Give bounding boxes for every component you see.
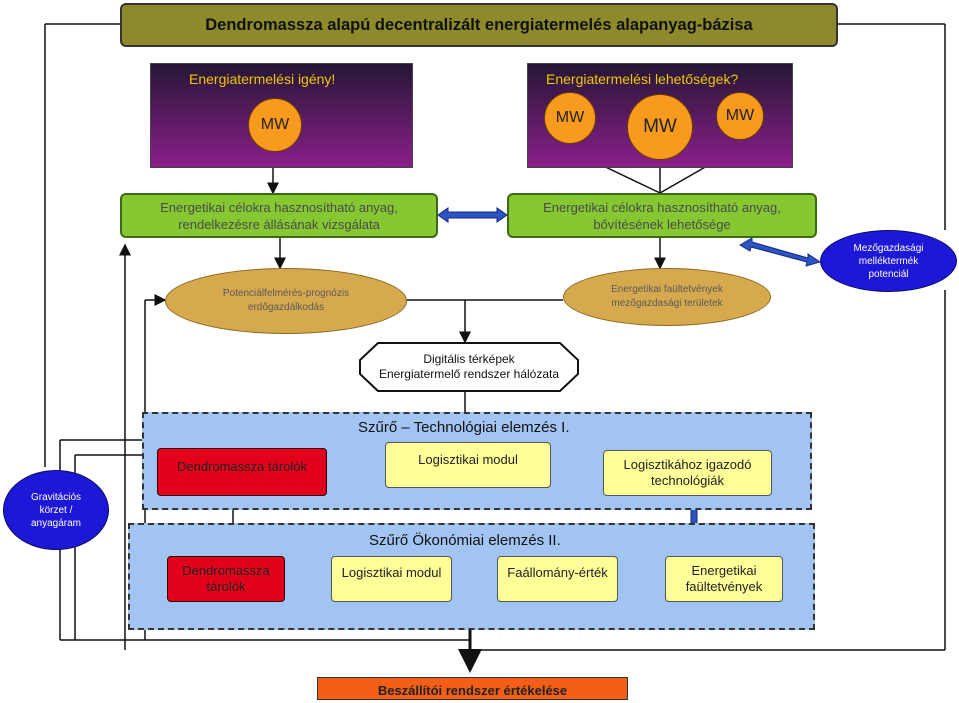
demand-mw-circle: MW <box>248 98 302 152</box>
demand-panel: Energiatermelési igény! MW <box>150 63 413 168</box>
digital-line2: Energiatermelő rendszer hálózata <box>378 367 560 381</box>
availability-box: Energetikai célokra hasznosítható anyag,… <box>120 193 438 238</box>
storage2-line1: Dendromassza <box>182 563 270 578</box>
expansion-line2: bővítésének lehetősége <box>593 216 731 232</box>
plant-line1: Energetikai <box>691 563 757 578</box>
stock-value-box: Faállomány-érték <box>497 556 618 602</box>
availability-line2: rendelkezésre állásának vizsgálata <box>178 216 380 232</box>
digital-maps-box: Digitális térképek Energiatermelő rendsz… <box>360 343 578 391</box>
supply-mw-circle-2: MW <box>627 94 693 160</box>
agri-byproduct-ellipse: Mezőgazdasági melléktermék potenciál <box>820 230 957 292</box>
storage2-line2: tárolók <box>206 579 246 594</box>
agri-line3: potenciál <box>868 268 909 280</box>
expansion-box: Energetikai célokra hasznosítható anyag,… <box>507 193 817 238</box>
gravity-line1: Gravitációs <box>30 491 81 503</box>
supply-mw-circle-3: MW <box>716 92 764 140</box>
forestry-ellipse: Potenciálfelmérés-prognózis erdőgazdálko… <box>165 268 407 334</box>
supplier-evaluation-box: Beszállítói rendszer értékelése <box>317 677 628 700</box>
expansion-line1: Energetikai célokra hasznosítható anyag, <box>543 199 781 215</box>
supply-panel: Energiatermelési lehetőségek? MW MW MW <box>527 63 793 168</box>
plantation-line2: mezőgazdasági területek <box>611 298 723 309</box>
plantation-line1: Energetikai faültetvények <box>611 284 723 295</box>
logistics-module-box-2: Logisztikai modul <box>331 556 452 602</box>
forestry-line2: erdőgazdálkodás <box>247 302 325 313</box>
supply-mw-circle-1: MW <box>544 92 596 144</box>
gravity-zone-ellipse: Gravitációs körzet / anyagáram <box>3 470 109 550</box>
forestry-line1: Potenciálfelmérés-prognózis <box>222 288 350 299</box>
storage-box-1: Dendromassza tárolók <box>157 448 327 496</box>
gravity-line2: körzet / <box>39 504 73 516</box>
plant-line2: faültetvények <box>685 579 763 594</box>
logistics-module-box-1: Logisztikai modul <box>385 442 551 488</box>
filter2-title: Szűrő Ökonómiai elemzés II. <box>369 532 561 549</box>
logistics-technologies-box: Logisztikához igazodó technológiák <box>603 450 772 496</box>
gravity-line3: anyagáram <box>30 517 82 529</box>
agri-line2: melléktermék <box>858 255 919 267</box>
energy-plantation-box: Energetikai faültetvények <box>665 556 783 602</box>
plantation-ellipse: Energetikai faültetvények mezőgazdasági … <box>563 268 771 326</box>
digital-line1: Digitális térképek <box>423 352 515 366</box>
tech-line2: technológiák <box>651 473 724 488</box>
demand-label: Energiatermelési igény! <box>189 71 336 87</box>
agri-line1: Mezőgazdasági <box>853 242 924 254</box>
tech-line1: Logisztikához igazodó <box>623 457 752 472</box>
filter1-title: Szűrő – Technológiai elemzés I. <box>358 419 570 436</box>
supply-label: Energiatermelési lehetőségek? <box>546 71 739 87</box>
availability-line1: Energetikai célokra hasznosítható anyag, <box>160 199 398 215</box>
storage-box-2: Dendromassza tárolók <box>167 556 285 602</box>
diagram-title: Dendromassza alapú decentralizált energi… <box>120 3 838 47</box>
